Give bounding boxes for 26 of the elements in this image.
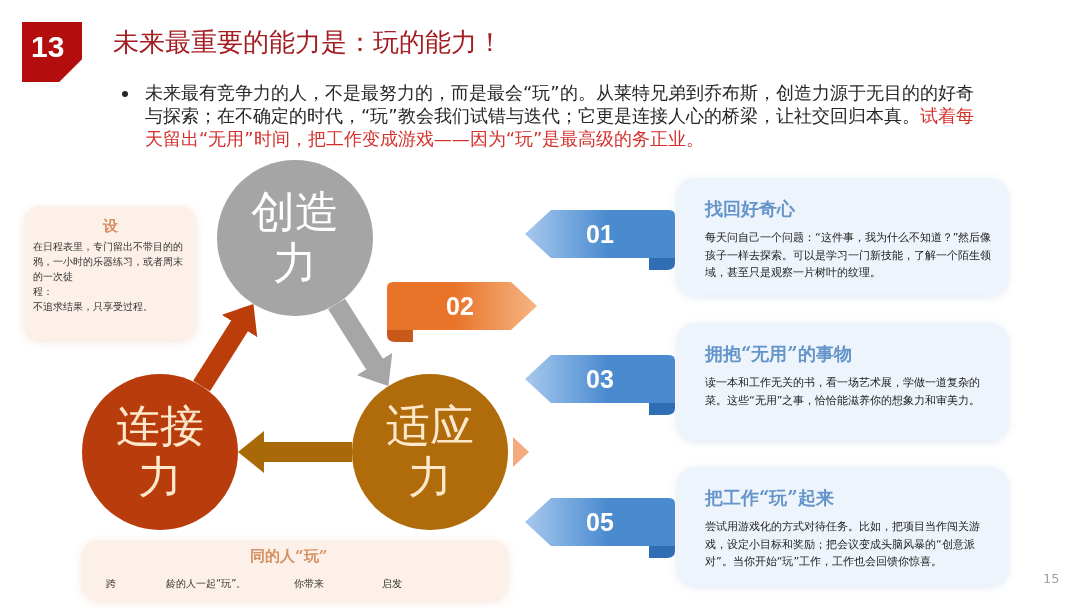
card-text: 启发	[382, 577, 402, 591]
card-text: 每天问自己一个问题：“这件事，我为什么不知道？”然后像孩子一样去探索。可以是学习一门新技能，了解一个陌生领域，甚至只是观察一片树叶的纹理。	[705, 230, 993, 281]
card-text: 程：	[33, 285, 53, 299]
slide-title: 未来最重要的能力是：玩的能力！	[113, 26, 503, 59]
card-title: 拥抱“无用”的事物	[705, 343, 852, 365]
card-title: 把工作“玩”起来	[705, 487, 834, 509]
card-text: 不追求结果，只享受过程。	[33, 300, 153, 314]
skill-circle: 适应力	[352, 374, 508, 530]
arrow	[238, 431, 352, 473]
bullet-text: 未来最有竞争力的人，不是最努力的，而是最会“玩”的。从莱特兄弟到乔布斯，创造力源于无目的的好奇与探索；在不确定的时代，“玩”教会我们试错与迭代；它更是连接人心的桥梁，让社交回归本真。试着每天留出“无用”时间，把工作变成游戏——因为“玩”是最高级的务正业。	[145, 81, 975, 150]
skill-circle: 创造力	[217, 160, 373, 316]
card-text: 在日程表里，专门留出不带目的的	[33, 240, 183, 254]
text-card	[82, 540, 508, 600]
card-title: 同的人“玩”	[250, 546, 328, 566]
page-number: 15	[1043, 571, 1060, 586]
text-card	[24, 206, 196, 340]
card-title: 设	[102, 216, 118, 236]
card-text: 龄的人一起“玩”。	[166, 577, 247, 591]
skill-circle: 连接力	[82, 374, 238, 530]
card-text: 读一本和工作无关的书，看一场艺术展，学做一道复杂的菜。这些“无用”之事，恰恰能滋养你的想象力和审美力。	[705, 375, 982, 409]
card-text: 你带来	[294, 577, 324, 591]
card-text: 跨	[106, 577, 116, 591]
card-title: 找回好奇心	[705, 198, 795, 220]
card-text: 尝试用游戏化的方式对待任务。比如，把项目当作闯关游戏，设定小目标和奖励；把会议变成头脑风暴的“创意派对”。当你开始“玩”工作，工作也会回馈你惊喜。	[705, 519, 981, 570]
number-badge: 13	[22, 22, 82, 82]
card-text: 鸦，一小时的乐器练习，或者周末的一次徒	[33, 255, 184, 284]
